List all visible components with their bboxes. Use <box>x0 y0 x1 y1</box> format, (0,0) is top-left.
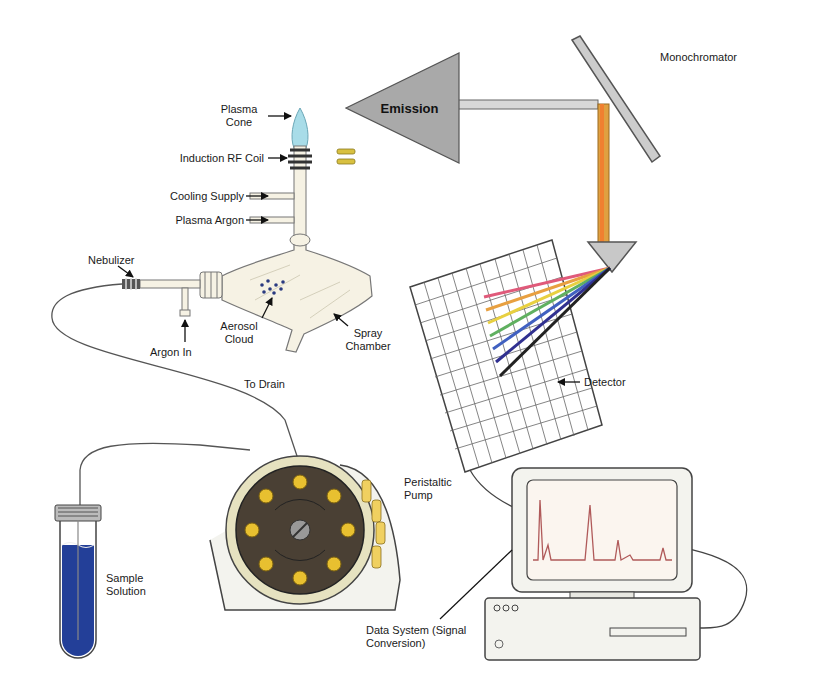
part-label: Aerosol Cloud <box>212 320 266 346</box>
part-label: Plasma Argon <box>148 214 244 227</box>
emission-triangle: Emission <box>345 52 460 164</box>
detector-panel <box>410 240 602 472</box>
part-label: Spray Chamber <box>340 327 396 353</box>
computer <box>485 468 700 660</box>
triangle-shape <box>346 53 459 163</box>
nebulizer <box>122 278 200 316</box>
part-label: Detector <box>584 376 664 389</box>
part-label: To Drain <box>244 378 314 391</box>
tubing <box>52 284 300 465</box>
spectrum-beams <box>484 268 610 376</box>
spray-chamber <box>200 234 372 352</box>
part-label: Peristaltic Pump <box>404 476 470 502</box>
node-text: Emission <box>381 101 439 116</box>
tubing <box>80 443 250 515</box>
torch <box>250 108 355 244</box>
part-label: Data System (Signal Conversion) <box>366 624 482 650</box>
part-label: Monochromator <box>660 51 770 64</box>
light-path <box>458 100 609 244</box>
part-label: Induction RF Coil <box>148 152 264 165</box>
leader-arrows <box>118 116 580 382</box>
sample-tube <box>55 505 101 658</box>
mirror <box>572 36 660 162</box>
grating-prism <box>588 242 636 272</box>
part-label: Plasma Cone <box>213 103 265 129</box>
part-label: Cooling Supply <box>148 190 244 203</box>
leader-line <box>440 550 512 619</box>
node-text-holder: Emission <box>345 52 460 164</box>
part-label: Nebulizer <box>88 254 158 267</box>
peristaltic-pump <box>210 456 400 610</box>
part-label: Argon In <box>150 346 210 359</box>
part-label: Sample Solution <box>106 572 166 598</box>
